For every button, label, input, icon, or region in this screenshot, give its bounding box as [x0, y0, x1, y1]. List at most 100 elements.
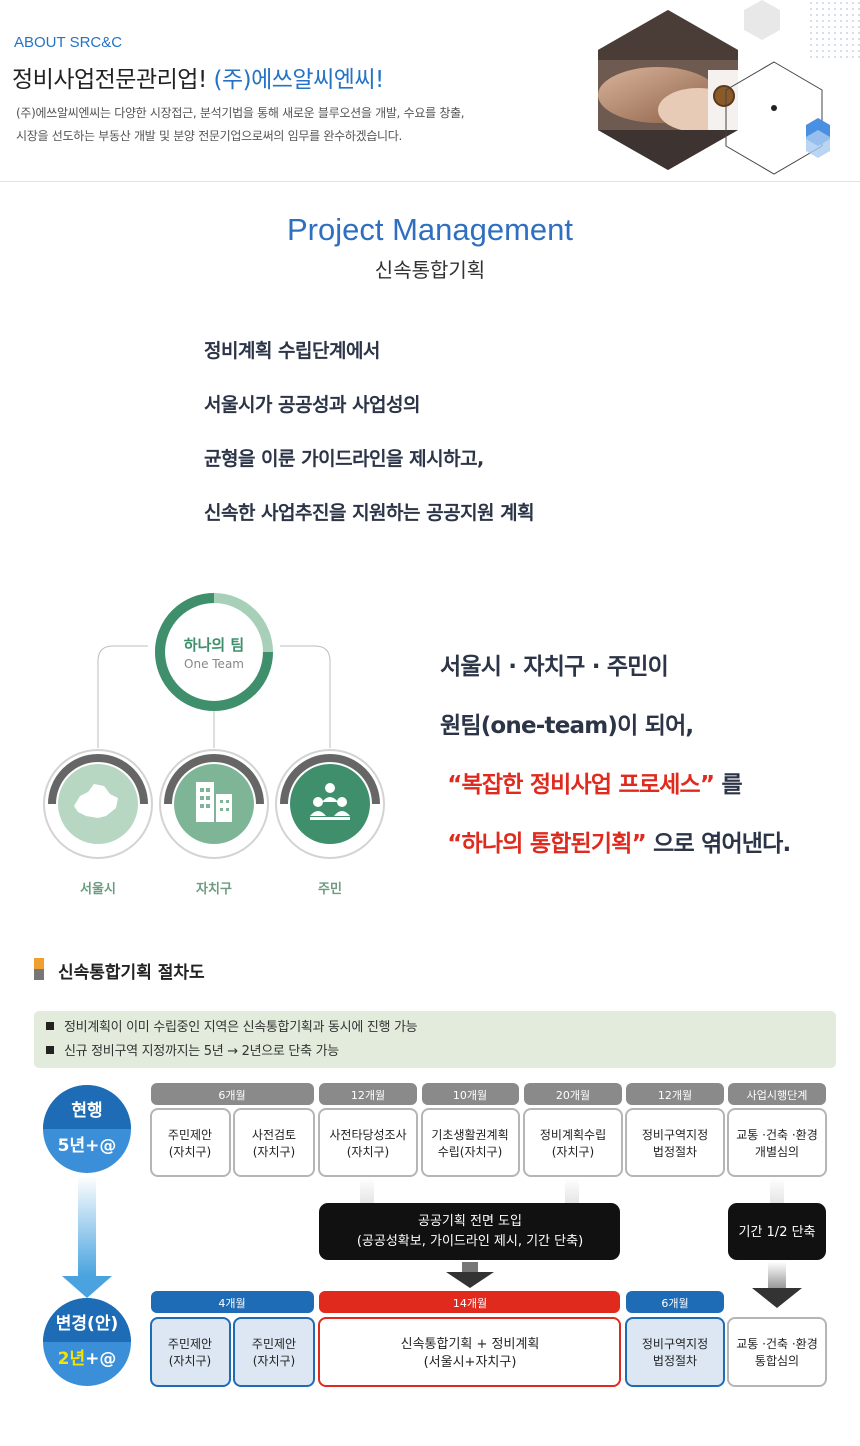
step-box-line: 주민제안 — [252, 1337, 296, 1351]
step-box-line: 교통 ·건축 ·환경 — [736, 1337, 818, 1351]
intro-line: 신속한 사업추진을 지원하는 공공지원 계획 — [204, 502, 535, 524]
intro-line: 서울시가 공공성과 사업성의 — [204, 394, 421, 416]
step-box-line: 사전타당성조사 — [329, 1128, 406, 1142]
member-district: 자치구 — [159, 749, 269, 897]
step-box-line: 통합심의 — [755, 1354, 799, 1368]
header-description: (주)에쓰알씨엔씨는 다양한 시장접근, 분석기법을 통해 새로운 블루오션을 … — [16, 102, 465, 148]
step-box-line: 사전검토 — [252, 1128, 296, 1142]
note-item: 신규 정비구역 지정까지는 5년 → 2년으로 단축 가능 — [46, 1040, 836, 1064]
current-period: 5년+@ — [58, 1136, 117, 1156]
step-box-line: 법정절차 — [653, 1145, 697, 1159]
member-label: 서울시 — [80, 881, 116, 897]
outline-hexagon — [725, 61, 823, 175]
connector-line — [280, 645, 331, 748]
team-center-ko: 하나의 팀 — [184, 636, 244, 654]
down-arrow-icon — [752, 1288, 802, 1308]
procedure-flow-diagram: 현행 5년+@ 변경(안) 2년+@ 6개월 12개월 10개월 20개월 12… — [43, 1083, 827, 1387]
header-subtitle: ABOUT SRC&C — [14, 34, 123, 51]
bullet-square-icon — [46, 1022, 54, 1030]
note-text: 정비계획이 이미 수립중인 지역은 신속통합기획과 동시에 진행 가능 — [64, 1020, 418, 1035]
proposed-period-suffix: +@ — [85, 1349, 116, 1369]
seoul-map-icon — [74, 784, 118, 818]
intro-text: 정비계획 수립단계에서 서울시가 공공성과 사업성의 균형을 이룬 가이드라인을… — [204, 336, 535, 552]
header-description-line-2: 시장을 선도하는 부동산 개발 및 분양 전문기업으로써의 임무를 완수하겠습니… — [16, 129, 403, 143]
section-title-en: Project Management — [286, 212, 574, 247]
step-box-line: 주민제안 — [168, 1128, 212, 1142]
message-highlight: “하나의 통합된기획” — [447, 831, 647, 857]
step-box-line: (자치구) — [253, 1145, 295, 1159]
callout-line: 기간 1/2 단축 — [738, 1225, 815, 1240]
step-box-line: 수립(자치구) — [438, 1145, 503, 1159]
header-description-line-1: (주)에쓰알씨엔씨는 다양한 시장접근, 분석기법을 통해 새로운 블루오션을 … — [16, 106, 465, 120]
callout-line: (공공성확보, 가이드라인 제시, 기간 단축) — [357, 1234, 583, 1249]
message-rest: 으로 엮어낸다. — [645, 831, 791, 857]
step-box-line: 기초생활권계획 — [431, 1128, 508, 1142]
callout-half-period: 기간 1/2 단축 — [728, 1203, 826, 1260]
step-box-line: 정비계획수립 — [540, 1128, 606, 1142]
message-line-3: “복잡한 정비사업 프로세스” 를 — [440, 768, 790, 827]
connector-bar — [770, 1178, 784, 1204]
member-label: 자치구 — [196, 881, 232, 897]
procedure-title: 신속통합기획 절차도 — [34, 958, 205, 983]
step-box-line: 교통 ·건축 ·환경 — [736, 1128, 818, 1142]
header-title-company: (주)에쓰알씨엔씨! — [213, 67, 384, 93]
member-label: 주민 — [318, 881, 342, 897]
current-badge: 현행 5년+@ — [43, 1085, 131, 1173]
current-steps: 주민제안 (자치구) 사전검토 (자치구) 사전타당성조사 (자치구) 기초생활… — [150, 1108, 827, 1177]
step-box-line: (서울시+자치구) — [424, 1355, 517, 1370]
connector-bar — [462, 1262, 478, 1272]
connector-bar — [768, 1262, 786, 1288]
duration-pill: 6개월 — [661, 1297, 688, 1310]
proposed-durations: 4개월 14개월 6개월 — [151, 1291, 724, 1313]
step-box-line: (자치구) — [347, 1145, 389, 1159]
message-line-2: 원팀(one-team)이 되어, — [440, 713, 694, 739]
current-label: 현행 — [71, 1101, 102, 1121]
duration-pill: 6개월 — [218, 1089, 245, 1102]
callout-line: 공공기획 전면 도입 — [418, 1214, 522, 1229]
procedure-notes: 정비계획이 이미 수립중인 지역은 신속통합기획과 동시에 진행 가능 신규 정… — [34, 1011, 836, 1068]
one-team-message: 서울시 · 자치구 · 주민이 원팀(one-team)이 되어, “복잡한 정… — [440, 650, 791, 886]
down-arrow-icon — [62, 1276, 112, 1298]
step-box-line: 주민제안 — [168, 1337, 212, 1351]
note-text: 신규 정비구역 지정까지는 5년 → 2년으로 단축 가능 — [64, 1044, 339, 1059]
message-highlight: “복잡한 정비사업 프로세스” — [447, 772, 715, 798]
note-item: 정비계획이 이미 수립중인 지역은 신속통합기획과 동시에 진행 가능 — [46, 1016, 836, 1040]
section-title-ko: 신속통합기획 — [374, 258, 486, 282]
one-team-ring: 하나의 팀 One Team — [155, 593, 273, 711]
duration-pill: 사업시행단계 — [747, 1089, 808, 1102]
duration-pill: 20개월 — [556, 1089, 590, 1102]
callout-public-planning: 공공기획 전면 도입 (공공성확보, 가이드라인 제시, 기간 단축) — [319, 1203, 620, 1260]
header: ABOUT SRC&C 정비사업전문관리업! (주)에쓰알씨엔씨! (주)에쓰알… — [0, 0, 860, 182]
member-seoul: 서울시 — [43, 749, 153, 897]
hexagon-handshake-image — [598, 0, 860, 175]
message-line-1: 서울시 · 자치구 · 주민이 — [440, 654, 669, 680]
message-rest: 를 — [714, 772, 742, 798]
connector-line — [97, 645, 148, 748]
duration-pill: 10개월 — [453, 1089, 487, 1102]
proposed-label: 변경(안) — [56, 1314, 118, 1334]
proposed-steps: 주민제안 (자치구) 주민제안 (자치구) 신속통합기획 + 정비계획 (서울시… — [150, 1317, 827, 1387]
people-icon — [310, 783, 350, 820]
step-box-line: (자치구) — [169, 1145, 211, 1159]
procedure-title-text: 신속통합기획 절차도 — [58, 963, 205, 983]
message-line-4: “하나의 통합된기획” 으로 엮어낸다. — [440, 827, 791, 886]
intro-line: 정비계획 수립단계에서 — [204, 340, 380, 362]
step-box-line: 개별심의 — [755, 1145, 799, 1159]
step-box-line: 신속통합기획 + 정비계획 — [401, 1337, 540, 1352]
member-residents: 주민 — [275, 749, 385, 897]
step-box-line: (자치구) — [253, 1354, 295, 1368]
proposed-period-years: 2년 — [58, 1349, 85, 1369]
proposed-badge: 변경(안) 2년+@ — [43, 1298, 131, 1386]
step-box-line: 정비구역지정 — [642, 1128, 708, 1142]
down-arrow-icon — [446, 1272, 494, 1288]
step-box-line: 정비구역지정 — [642, 1337, 708, 1351]
section-marker-icon — [34, 958, 44, 980]
connector-bar — [565, 1178, 579, 1204]
duration-pill: 14개월 — [453, 1297, 487, 1310]
intro-line: 균형을 이룬 가이드라인을 제시하고, — [204, 448, 484, 470]
team-center-en: One Team — [184, 657, 244, 671]
current-durations: 6개월 12개월 10개월 20개월 12개월 사업시행단계 — [151, 1083, 826, 1105]
step-box-line: (자치구) — [169, 1354, 211, 1368]
proposed-period: 2년+@ — [58, 1349, 117, 1369]
transition-arrow — [78, 1176, 96, 1276]
